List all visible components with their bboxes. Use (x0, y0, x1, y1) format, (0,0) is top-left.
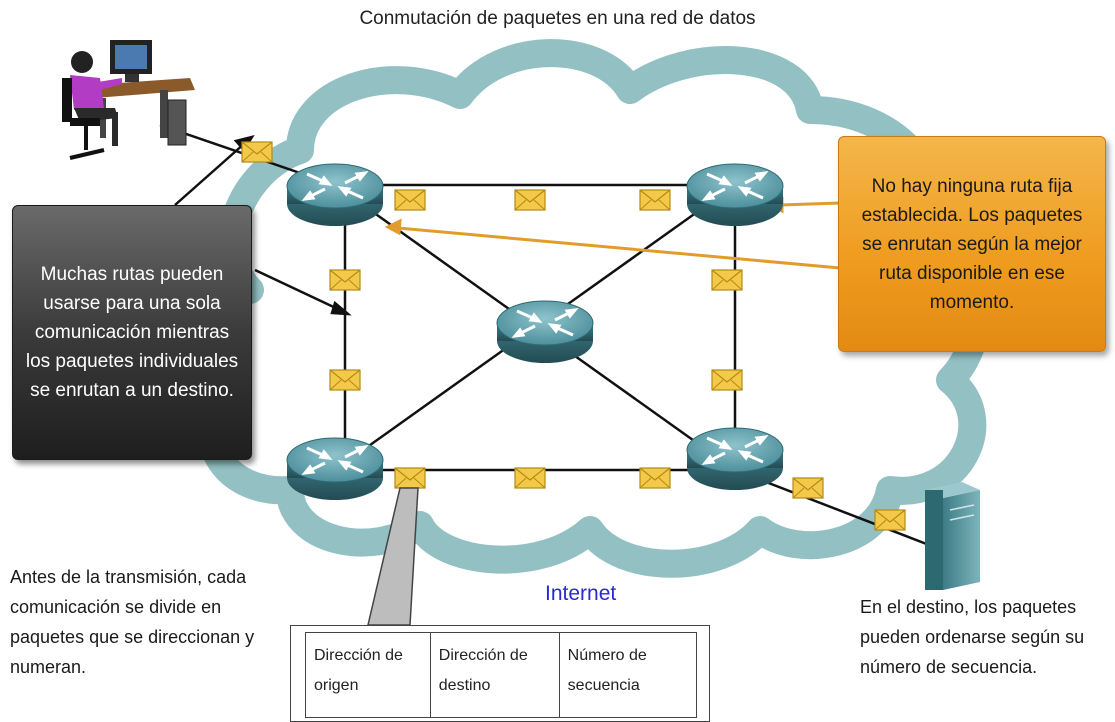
envelope-icon (792, 477, 824, 499)
no-fixed-route-callout: No hay ninguna ruta fija establecida. Lo… (838, 136, 1106, 352)
envelope-icon (711, 269, 743, 291)
envelope-icon (394, 467, 426, 489)
envelope-icon (514, 467, 546, 489)
internet-label: Internet (545, 582, 617, 605)
multiple-routes-callout-text: Muchas rutas pueden usarse para una sola… (25, 264, 239, 401)
source-address-field: Dirección de origen (305, 632, 431, 718)
envelope-icon (329, 269, 361, 291)
packet-header-box: Dirección de origen Dirección de destino… (290, 625, 710, 722)
destination-address-field: Dirección de destino (429, 632, 560, 718)
user-workstation-icon (62, 40, 195, 160)
server-icon (925, 482, 980, 590)
packet-header-pointer (367, 487, 419, 626)
envelope-icon (639, 189, 671, 211)
envelope-icon (329, 369, 361, 391)
router-icon (685, 426, 785, 492)
at-destination-note: En el destino, los paquetes pueden orden… (860, 597, 1085, 677)
envelope-icon (514, 189, 546, 211)
router-icon (495, 299, 595, 365)
router-icon (285, 162, 385, 228)
router-icon (285, 436, 385, 502)
envelope-icon (394, 189, 426, 211)
envelope-icon (711, 369, 743, 391)
envelope-icon (639, 467, 671, 489)
sequence-number-field: Número de secuencia (558, 632, 698, 718)
table-row: Dirección de origen Dirección de destino… (305, 632, 698, 718)
no-fixed-route-callout-text: No hay ninguna ruta fija establecida. Lo… (861, 175, 1083, 313)
multiple-routes-callout: Muchas rutas pueden usarse para una sola… (12, 205, 252, 460)
packet-header-table: Dirección de origen Dirección de destino… (305, 632, 698, 718)
router-icon (685, 162, 785, 228)
envelope-icon (874, 509, 906, 531)
diagram-title: Conmutación de paquetes en una red de da… (359, 8, 756, 29)
before-transmission-note: Antes de la transmisión, cada comunicaci… (10, 567, 255, 677)
envelope-icon (241, 141, 273, 163)
